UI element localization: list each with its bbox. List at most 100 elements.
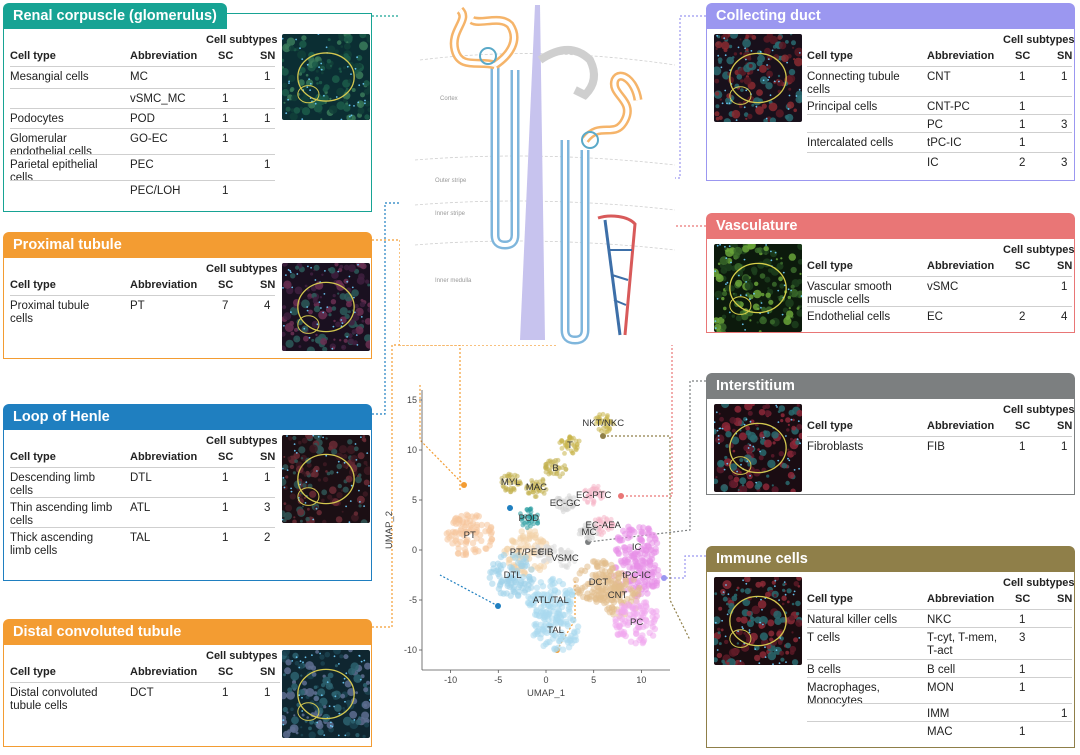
sc-header: SC (1015, 593, 1031, 605)
cluster-label: TAL (547, 625, 564, 636)
cell-subtypes-header: Cell subtypes (206, 435, 278, 447)
sn-count: 1 (264, 472, 271, 484)
umap-cluster (552, 493, 578, 515)
cell-abbreviation: DTL (130, 472, 152, 484)
cell-abbreviation: vSMC (927, 281, 959, 293)
panel-title: Interstitium (706, 373, 1075, 399)
cell-abbreviation: MON (927, 682, 954, 694)
umap-cluster (535, 543, 558, 564)
cell-abbreviation: IMM (927, 708, 950, 720)
umap-cluster (524, 477, 549, 499)
cell-abbreviation: PEC (130, 159, 154, 171)
abbreviation-header: Abbreviation (130, 451, 198, 463)
x-tick-label: -5 (494, 675, 502, 685)
umap-cluster (576, 520, 600, 542)
sn-header: SN (1057, 420, 1073, 432)
panel-title: Vasculature (706, 213, 1075, 239)
x-tick-label: 5 (591, 675, 596, 685)
cell-abbreviation: ATL (130, 502, 151, 514)
micrograph-image (282, 34, 370, 120)
micrograph-image (714, 244, 802, 332)
y-tick-label: 10 (407, 445, 417, 455)
sn-count: 1 (1061, 71, 1068, 83)
sc-count: 7 (222, 300, 229, 312)
x-tick-label: 10 (636, 675, 646, 685)
zone-label: Inner medulla (435, 278, 472, 284)
cell-abbreviation: MAC (927, 726, 953, 738)
cell-abbreviation: CNT (927, 71, 951, 83)
sn-count: 1 (264, 113, 271, 125)
umap-cluster (556, 547, 577, 570)
cell-type-header: Cell type (807, 50, 853, 62)
cell-abbreviation: CNT-PC (927, 101, 970, 113)
y-tick-label: -10 (404, 645, 417, 655)
umap-cluster (530, 607, 582, 653)
sc-count: 1 (222, 93, 229, 105)
sc-count: 3 (1019, 632, 1026, 644)
cell-type-header: Cell type (10, 279, 56, 291)
panel-title: Distal convoluted tubule (3, 619, 372, 645)
cell-type-name: Mesangial cells (10, 71, 89, 83)
sn-count: 1 (1061, 281, 1068, 293)
umap-cluster (612, 599, 660, 647)
cell-abbreviation: IC (927, 157, 939, 169)
cell-type-name: T cells (807, 632, 841, 644)
cell-subtypes-header: Cell subtypes (1003, 404, 1075, 416)
sn-count: 1 (1061, 441, 1068, 453)
sc-count: 1 (222, 687, 229, 699)
sn-count: 2 (264, 532, 271, 544)
cluster-label: tPC-IC (622, 570, 651, 581)
sc-header: SC (218, 451, 234, 463)
cluster-label: POD (519, 513, 540, 524)
cluster-label: NKT/NKC (582, 418, 624, 429)
sc-count: 1 (1019, 119, 1026, 131)
cell-type-name: Distal convoluted tubule cells (10, 687, 98, 712)
y-tick-label: 0 (412, 545, 417, 555)
cluster-label: EC-GC (550, 498, 581, 509)
umap-cluster (443, 511, 496, 559)
cell-type-name: Connecting tubule cells (807, 71, 900, 96)
sc-count: 1 (222, 532, 229, 544)
panel-title: Renal corpuscle (glomerulus) (3, 3, 227, 29)
umap-cluster (593, 411, 616, 435)
micrograph-image (282, 435, 370, 523)
cell-type-name: Descending limb cells (10, 472, 96, 497)
sn-header: SN (1057, 260, 1073, 272)
cell-type-header: Cell type (10, 50, 56, 62)
cell-type-name: Podocytes (10, 113, 64, 125)
sc-count: 1 (222, 113, 229, 125)
cell-type-header: Cell type (10, 666, 56, 678)
abbreviation-header: Abbreviation (130, 50, 198, 62)
panel-renal: Renal corpuscle (glomerulus)Cell subtype… (3, 3, 372, 213)
panel-title: Immune cells (706, 546, 1075, 572)
cluster-label: PT (464, 530, 476, 541)
sc-header: SC (218, 666, 234, 678)
panel-title: Collecting duct (706, 3, 1075, 29)
cell-type-name: Thin ascending limb cells (10, 502, 113, 527)
cell-abbreviation: PEC/LOH (130, 185, 181, 197)
cell-abbreviation: MC (130, 71, 148, 83)
cell-type-header: Cell type (10, 451, 56, 463)
sn-count: 4 (1061, 311, 1068, 323)
sc-count: 2 (1019, 311, 1026, 323)
zone-label: Inner stripe (435, 211, 466, 217)
micrograph-image (714, 404, 802, 492)
cell-abbreviation: EC (927, 311, 943, 323)
